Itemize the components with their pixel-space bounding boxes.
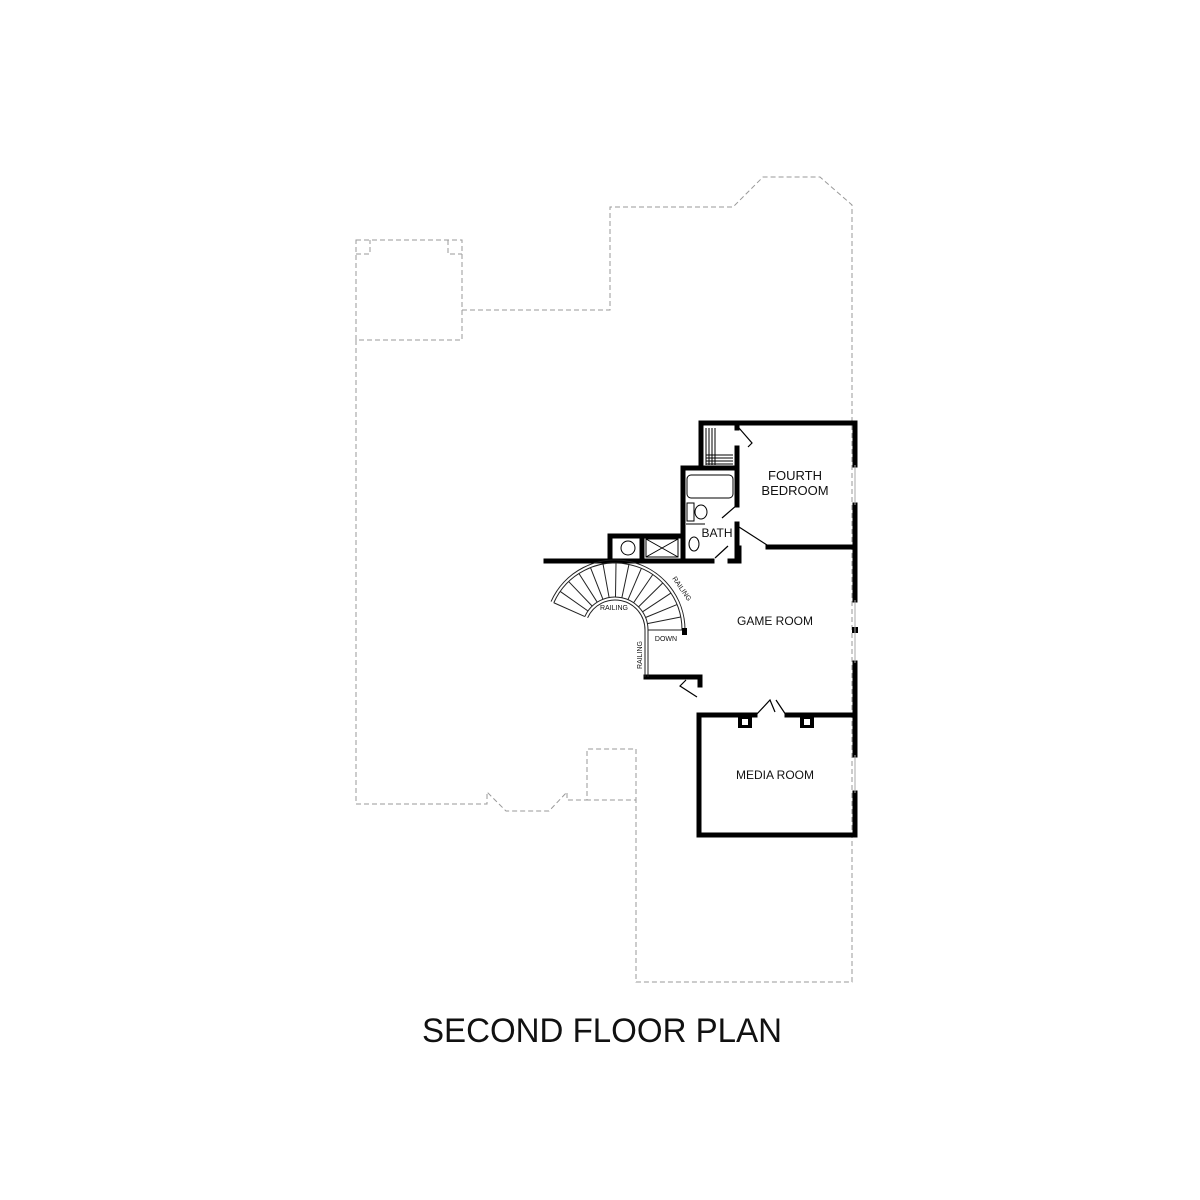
railing-label-outer: RAILING [670, 576, 692, 603]
stair-tread [602, 563, 610, 598]
room-label-bath: BATH [701, 526, 732, 540]
stair-tread [590, 567, 604, 600]
stair-side-railing [644, 630, 649, 677]
bathtub [686, 474, 734, 499]
stair-tread [578, 573, 598, 603]
stair-tread [645, 604, 678, 618]
stair-railing [553, 562, 683, 631]
room-label-media-room: MEDIA ROOM [736, 768, 814, 782]
stair-post [682, 628, 687, 635]
doors [679, 427, 787, 716]
stair-tread [553, 602, 586, 618]
stair-down-label: DOWN [655, 636, 677, 643]
closet-shelving [705, 428, 733, 465]
stair-tread [647, 616, 681, 625]
stair-tread [568, 581, 593, 607]
stair-tread [614, 563, 617, 598]
railing-label-side: RAILING [637, 641, 644, 669]
sink [688, 536, 700, 552]
railing-label-inner: RAILING [600, 605, 628, 612]
room-label-game-room: GAME ROOM [737, 614, 813, 628]
stair-railing [587, 599, 646, 631]
spiral-staircase [550, 559, 686, 677]
room-label-fourth-bedroom-1: FOURTH [768, 468, 822, 483]
stair-tread [627, 568, 642, 600]
closet-fixture [620, 540, 636, 556]
stair-tread [642, 592, 672, 613]
toilet [694, 504, 708, 520]
door-pillars [738, 716, 814, 728]
stair-tread [633, 574, 654, 604]
first-floor-outline [355, 176, 853, 983]
stair-tread [559, 591, 589, 612]
stair-railing [550, 559, 686, 631]
stair-tread [638, 582, 664, 608]
stair-tread [621, 564, 630, 598]
stair-railing [584, 596, 649, 631]
walls [543, 420, 858, 838]
plan-title: SECOND FLOOR PLAN [422, 1012, 782, 1050]
bath-fixtures [620, 474, 734, 558]
room-label-fourth-bedroom-2: BEDROOM [761, 483, 828, 498]
